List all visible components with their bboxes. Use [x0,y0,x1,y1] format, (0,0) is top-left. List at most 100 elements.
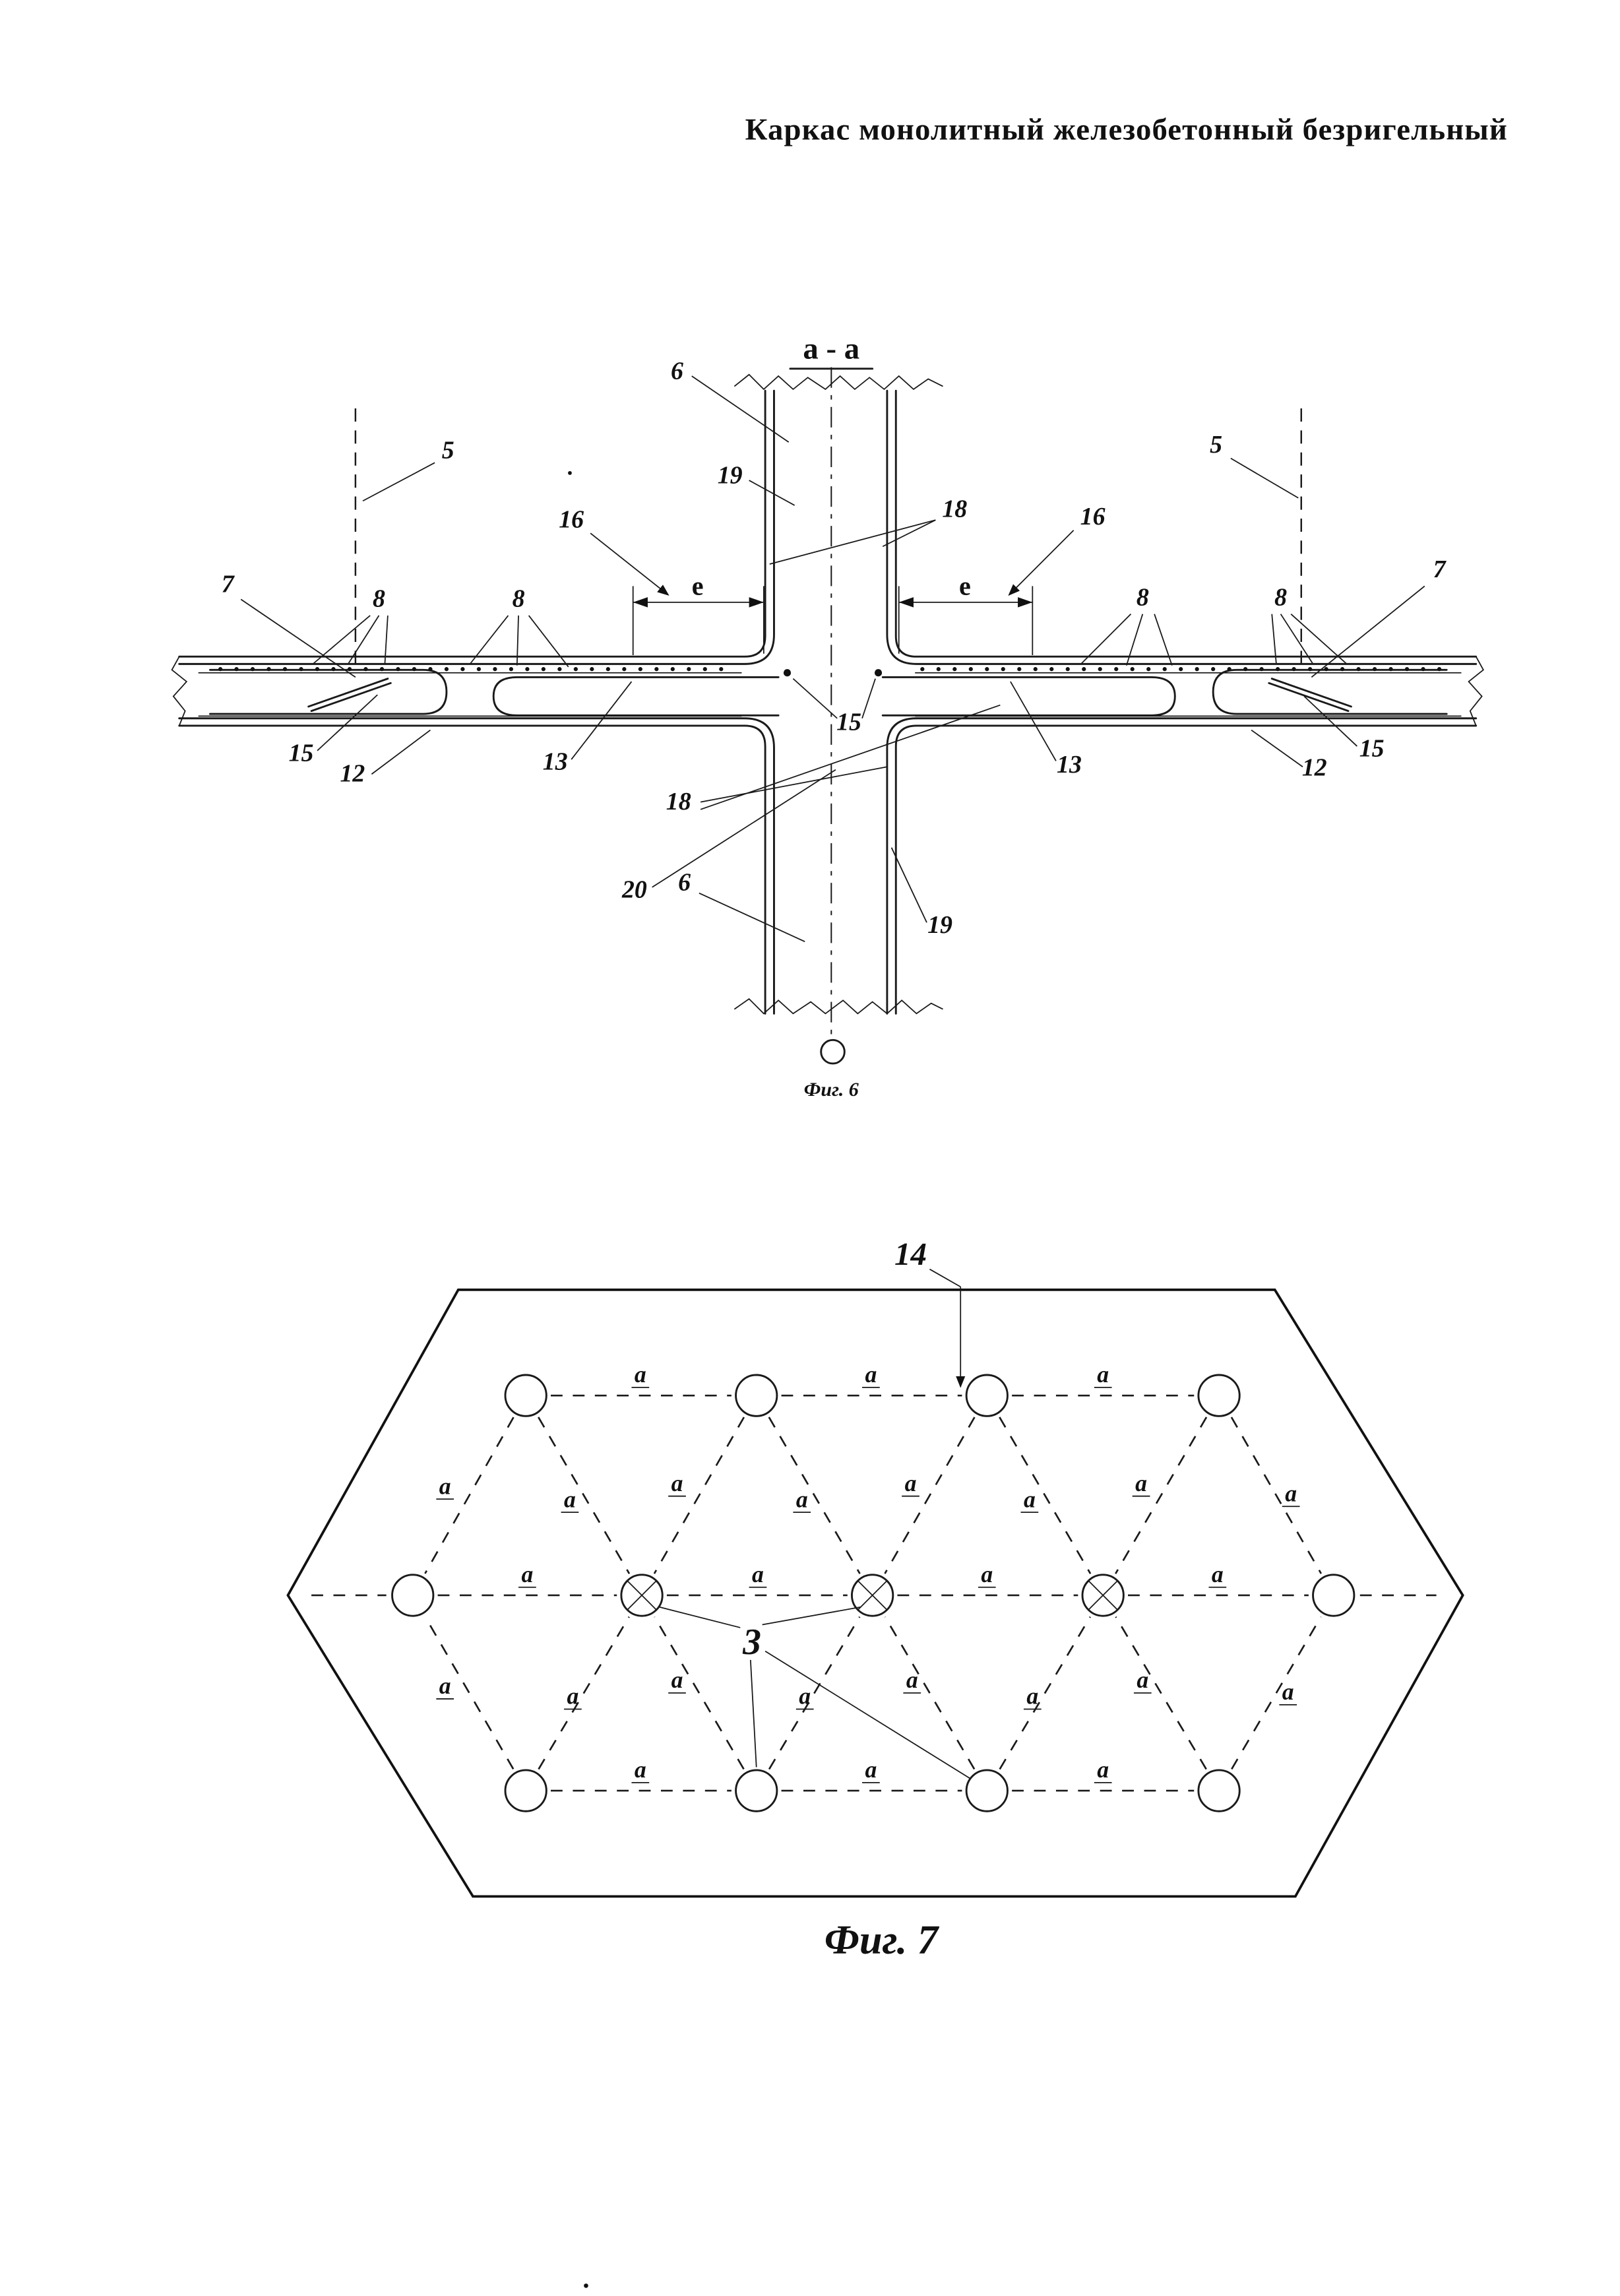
rebar-dot [363,667,368,672]
grid-line [424,1616,514,1770]
column-node [1197,1769,1241,1812]
diagonal-bar-left-2 [310,682,392,713]
callout-7: 7 [222,570,235,598]
column-node [620,1574,664,1617]
rebar-dot [1195,667,1199,672]
dim-label-right: е [959,571,971,601]
leader-line [590,532,670,596]
column-lower-left-inner [178,717,775,1015]
column-node [504,1769,547,1812]
leader-line [792,678,838,719]
fig6-caption: Фиг. 6 [804,1078,859,1100]
callout-19: 19 [718,462,743,490]
column-node [504,1374,547,1417]
grid-line [999,1616,1092,1770]
rebar-dot [670,667,675,672]
spacing-label: a [439,1673,451,1699]
rebar-dot [218,667,223,672]
callout-7: 7 [1433,556,1447,583]
leader-line [659,1606,741,1628]
callout-12: 12 [1302,754,1327,782]
column-lower-left-outer [178,724,766,1015]
grid-line [999,1417,1092,1574]
rebar-dot [1324,667,1328,672]
rebar-dot [1065,667,1070,672]
spacing-label: a [1212,1561,1224,1587]
stray-mark [584,2283,588,2288]
rebar-dot [557,667,562,672]
spacing-label: a [1137,1667,1148,1693]
grid-line [424,1417,514,1574]
column-node [851,1574,894,1617]
rebar-dot [1276,667,1280,672]
leader-line [240,598,356,678]
leader-line [700,766,888,803]
spacing-label: a [1026,1683,1038,1709]
dim-arrow [749,597,764,608]
page-title: Каркас монолитный железобетонный безриге… [745,113,1508,147]
rebar-dot [687,667,691,672]
spacing-label: a [635,1361,646,1387]
rebar-dot [396,667,400,672]
leader-line [362,462,435,502]
rebar-dot [525,667,530,672]
callout-8: 8 [1137,583,1149,611]
column-upper-left-outer [178,389,766,658]
dim-arrow [898,597,914,608]
leader-line [1280,614,1314,664]
callout-12: 12 [340,759,365,787]
leader-line [764,1650,972,1780]
rebar-dot [1017,667,1022,672]
column-node [965,1769,1009,1812]
spacing-label: a [1097,1361,1109,1387]
fig6: а - а [171,331,1484,1100]
hairpin-bar-right [881,676,1176,717]
grid-line [884,1616,976,1770]
grid-line [1231,1616,1322,1770]
leader-line [1303,695,1357,747]
rebar-dot [412,667,417,672]
callout-6: 6 [678,868,691,896]
callout-16: 16 [559,505,584,533]
rebar-dot [606,667,610,672]
spacing-label: a [671,1470,683,1496]
rebar-dot [638,667,642,672]
rebar-dot [936,667,941,672]
rebar-dot [1049,667,1054,672]
leader-line [516,615,519,666]
leader-line [1008,530,1075,596]
callout-6: 6 [671,357,683,385]
rebar-dot [509,667,514,672]
callout-8: 8 [373,585,385,613]
callout-19: 19 [927,911,952,939]
rebar-dot [266,667,271,672]
rebar-dot [1033,667,1038,672]
end-anchor-right [1212,668,1448,715]
spacing-label: a [752,1561,764,1587]
leader-line [1271,614,1277,664]
leader-line [1010,681,1057,761]
rebar-dot [1404,667,1410,672]
rebar-dot [968,667,973,672]
rebar-dot [282,667,288,672]
grid-line [1115,1417,1208,1574]
end-anchor-left [209,668,448,715]
leader-line [317,694,378,751]
rebar-dot [719,667,724,672]
rebar-dot [1162,667,1167,672]
rebar-dot [1259,667,1264,672]
callout-8: 8 [513,585,525,613]
rebar-dot [985,667,989,672]
rebar-dot [1082,667,1086,672]
spacing-label: a [1285,1480,1297,1506]
leader-line [528,615,569,668]
column-upper-left-inner [178,389,775,665]
leader-line [700,704,1001,810]
dim-arrow [1018,597,1033,608]
leader-line [929,1268,961,1288]
leader-line [1230,457,1299,499]
rebar-dot [590,667,594,672]
grid-line [654,1616,745,1770]
spacing-label: a [521,1561,533,1587]
